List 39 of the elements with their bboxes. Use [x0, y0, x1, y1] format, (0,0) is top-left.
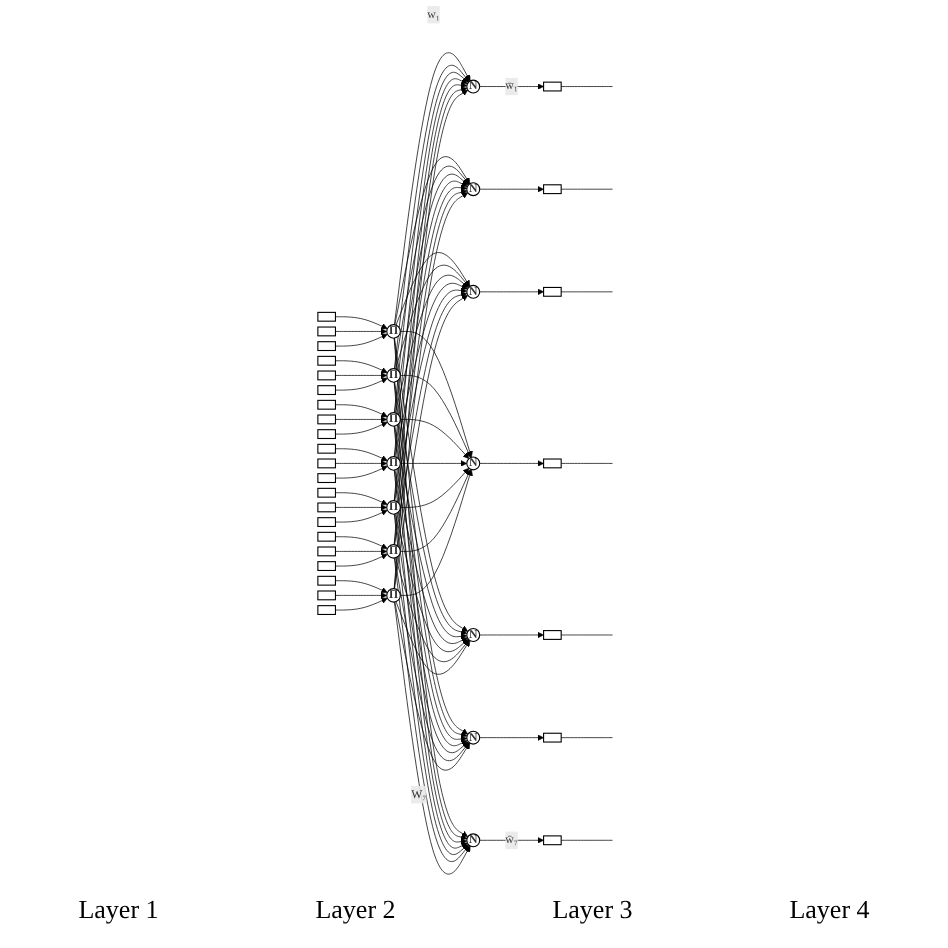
layer-label: Layer 1	[78, 894, 159, 926]
connector	[560, 463, 613, 464]
node-box	[317, 546, 336, 557]
connector	[560, 839, 613, 841]
node-box	[317, 487, 336, 498]
node-box	[317, 473, 336, 484]
node-box	[317, 355, 336, 366]
node-box	[317, 385, 336, 396]
node-box	[543, 630, 562, 640]
node-box	[317, 575, 336, 586]
layer-label: Layer 2	[315, 894, 396, 926]
node-box	[317, 458, 336, 469]
node-box	[317, 517, 336, 527]
node-box	[317, 531, 336, 542]
node-box	[543, 458, 562, 469]
node-box	[317, 605, 336, 615]
node-box	[317, 414, 336, 425]
node-box	[317, 341, 336, 352]
node-box	[543, 732, 562, 743]
node-box	[317, 399, 336, 410]
connector	[560, 737, 613, 738]
node-box	[543, 286, 562, 297]
node-box	[317, 370, 336, 381]
node-box	[317, 502, 336, 513]
node-box	[317, 311, 336, 322]
layer-label: Layer 3	[552, 894, 633, 926]
connector	[560, 634, 613, 636]
node-box	[543, 184, 562, 195]
node-box	[317, 429, 336, 440]
node-box	[317, 590, 336, 601]
connector	[560, 188, 613, 190]
connector	[560, 86, 613, 87]
node-box	[543, 81, 562, 92]
layer-label: Layer 4	[789, 894, 870, 926]
node-box	[317, 561, 336, 571]
node-box	[317, 443, 336, 454]
node-box	[543, 835, 562, 846]
connector	[560, 291, 613, 293]
node-box	[317, 326, 336, 337]
